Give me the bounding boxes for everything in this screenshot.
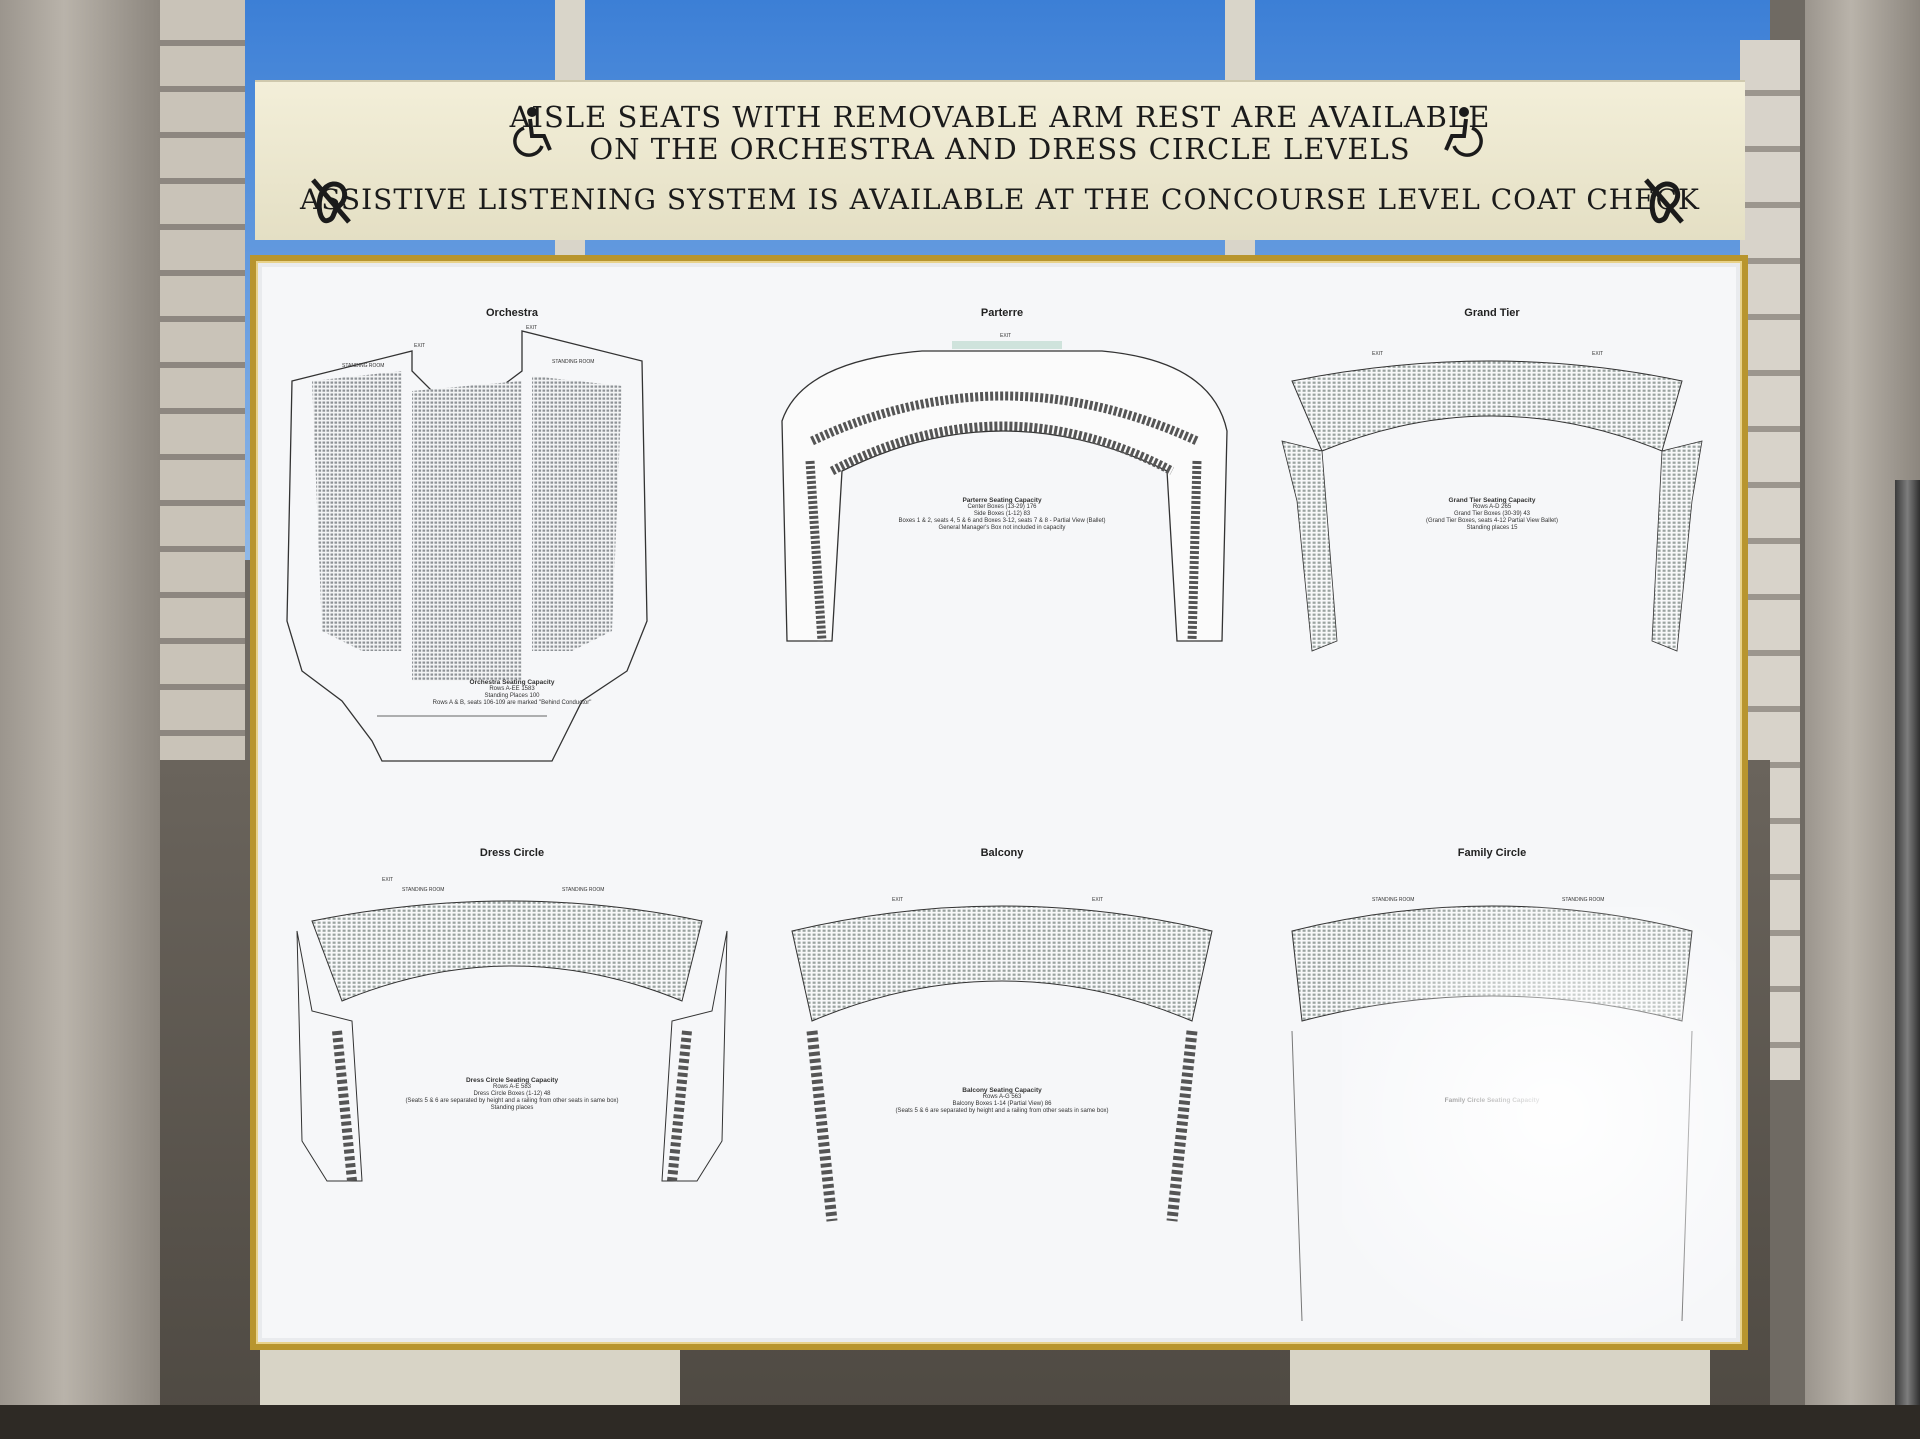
- grand-tier-title: Grand Tier: [1464, 307, 1520, 319]
- wheelchair-icon: [1444, 107, 1483, 157]
- standing-room-label: STANDING ROOM: [402, 887, 444, 893]
- grand-tier-capacity: Grand Tier Seating Capacity Rows A-D 265…: [1426, 497, 1558, 531]
- exit-label: EXIT: [414, 343, 425, 349]
- seating-chart-frame: Orchestra STANDING ROOM STANDING ROOM EX…: [250, 255, 1748, 1350]
- hearing-assistance-icon: [311, 178, 351, 224]
- exit-label: EXIT: [1000, 333, 1011, 339]
- exit-label: EXIT: [1592, 351, 1603, 357]
- orchestra-map: STANDING ROOM STANDING ROOM EXIT EXIT: [286, 325, 648, 762]
- standing-room-label: STANDING ROOM: [342, 363, 384, 369]
- wheelchair-icon: [513, 107, 552, 157]
- dress-circle-map: STANDING ROOM STANDING ROOM EXIT: [296, 877, 728, 1182]
- orchestra-plan: Orchestra STANDING ROOM STANDING ROOM EX…: [282, 307, 742, 817]
- stand-base: [260, 1350, 680, 1410]
- floor: [0, 1405, 1920, 1439]
- light-glare: [1342, 907, 1736, 1338]
- parterre-title: Parterre: [980, 307, 1024, 319]
- sign-line-levels: ON THE ORCHESTRA AND DRESS CIRCLE LEVELS: [589, 132, 1411, 166]
- balcony-capacity: Balcony Seating Capacity Rows A-G 563 Ba…: [895, 1087, 1109, 1114]
- exit-label: EXIT: [1092, 897, 1103, 903]
- stand-base: [1290, 1350, 1710, 1410]
- exit-label: EXIT: [382, 877, 393, 883]
- standing-room-label: STANDING ROOM: [1372, 897, 1414, 903]
- exit-label: EXIT: [1372, 351, 1383, 357]
- seating-chart-board: Orchestra STANDING ROOM STANDING ROOM EX…: [262, 267, 1736, 1338]
- parterre-plan: Parterre EXIT Parterre Seating Capacity …: [772, 307, 1232, 817]
- grand-tier-map: EXIT EXIT: [1281, 351, 1703, 652]
- orchestra-capacity: Orchestra Seating Capacity Rows A-EE 158…: [432, 679, 592, 706]
- family-circle-title: Family Circle: [1457, 847, 1527, 859]
- hearing-assistance-icon: [1644, 178, 1684, 224]
- accessibility-sign: AISLE SEATS WITH REMOVABLE ARM REST ARE …: [255, 80, 1745, 240]
- exit-label: EXIT: [526, 325, 537, 331]
- parterre-map: EXIT: [781, 333, 1228, 642]
- orchestra-title: Orchestra: [486, 307, 538, 319]
- standing-room-label: STANDING ROOM: [552, 359, 594, 365]
- pillar-left: [0, 0, 160, 1439]
- dress-circle-plan: Dress Circle STANDING ROOM STANDING ROOM…: [282, 847, 742, 1338]
- balcony-title: Balcony: [980, 847, 1024, 859]
- parterre-capacity: Parterre Seating Capacity Center Boxes (…: [898, 497, 1106, 531]
- standing-room-label: STANDING ROOM: [562, 887, 604, 893]
- exit-label: EXIT: [892, 897, 903, 903]
- door-handle: [1895, 480, 1920, 1439]
- sign-line-aisle-seats: AISLE SEATS WITH REMOVABLE ARM REST ARE …: [509, 100, 1491, 134]
- dress-circle-capacity: Dress Circle Seating Capacity Rows A-E 5…: [405, 1077, 619, 1111]
- dress-circle-title: Dress Circle: [479, 847, 545, 859]
- sign-line-assistive-listening: ASSISTIVE LISTENING SYSTEM IS AVAILABLE …: [300, 183, 1700, 216]
- grand-tier-plan: Grand Tier EXIT EXIT Grand Tier Seating …: [1262, 307, 1722, 817]
- balcony-map: EXIT EXIT: [791, 897, 1213, 1222]
- building-left: [150, 0, 245, 780]
- standing-room-label: STANDING ROOM: [1562, 897, 1604, 903]
- balcony-plan: Balcony EXIT EXIT Balcony Seating Capaci…: [772, 847, 1232, 1338]
